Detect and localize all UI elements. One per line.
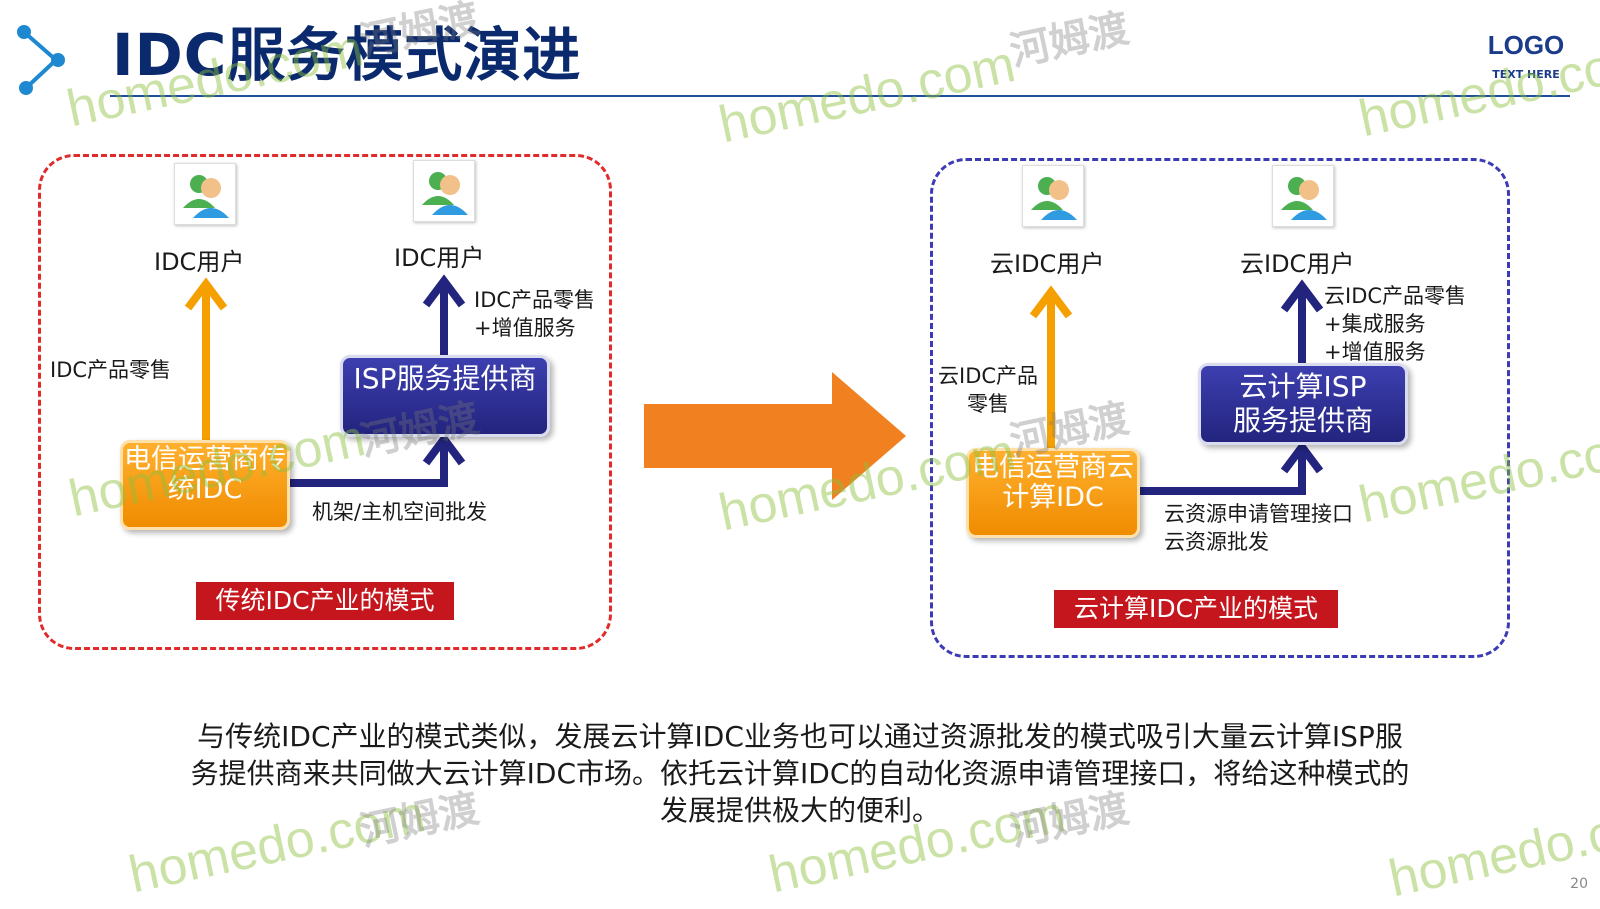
cloud-wholesale-arrow: [1140, 440, 1324, 495]
transition-arrow: [644, 372, 906, 500]
page-number: 20: [1570, 876, 1588, 892]
user-icon: [1022, 165, 1084, 227]
idc-user-label: IDC用户: [394, 244, 485, 272]
idc-user-label: IDC用户: [154, 248, 245, 276]
retail-arrow-left: [184, 277, 228, 440]
page-title: IDC服务模式演进: [112, 21, 582, 89]
cloud-wholesale-label: 云资源申请管理接口 云资源批发: [1164, 502, 1353, 554]
title-divider: [110, 95, 1570, 97]
cloud-idc-user-label: 云IDC用户: [990, 250, 1105, 278]
user-icon: [1272, 165, 1334, 227]
carrier-cloud-idc-box: 电信运营商云计算IDC: [966, 448, 1140, 538]
cloud-idc-user-label: 云IDC用户: [1240, 250, 1355, 278]
carrier-idc-box: 电信运营商传统IDC: [120, 440, 290, 530]
user-icon: [174, 163, 236, 225]
cloud-retail-label: 云IDC产品零售 +集成服务 +增值服务: [1324, 284, 1467, 364]
cloud-retail-arrow-left: [1029, 285, 1073, 448]
traditional-model-tag: 传统IDC产业的模式: [196, 582, 454, 620]
cloud-retail-arrow-right: [1280, 279, 1324, 365]
summary-paragraph: 与传统IDC产业的模式类似，发展云计算IDC业务也可以通过资源批发的模式吸引大量…: [190, 720, 1410, 827]
idc-retail-label: IDC产品零售: [50, 358, 172, 382]
logo: LOGO: [1487, 30, 1565, 60]
isp-provider-box: ISP服务提供商: [340, 355, 550, 437]
idc-retail-label: IDC产品零售 +增值服务: [474, 288, 596, 340]
network-icon: [14, 24, 74, 96]
retail-arrow-right: [422, 274, 466, 357]
cloud-isp-provider-box: 云计算ISP 服务提供商: [1198, 363, 1408, 445]
logo-subtext: TEXT HERE: [1492, 68, 1560, 81]
user-icon: [413, 160, 475, 222]
wholesale-arrow: [290, 432, 466, 487]
cloud-retail-label: 云IDC产品 零售: [938, 364, 1039, 416]
wholesale-label: 机架/主机空间批发: [312, 500, 488, 524]
cloud-model-tag: 云计算IDC产业的模式: [1054, 590, 1338, 628]
cloud-region: [930, 158, 1510, 658]
traditional-region: [38, 154, 612, 650]
